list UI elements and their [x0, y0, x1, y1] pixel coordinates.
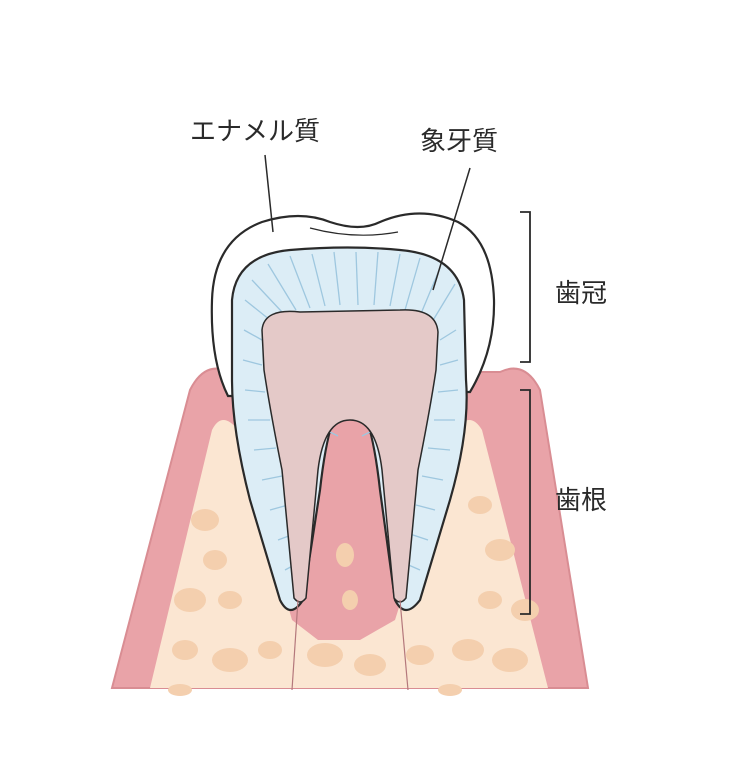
label-root: 歯根	[555, 486, 607, 516]
pulp	[261, 309, 439, 603]
label-dentin: 象牙質	[420, 127, 498, 157]
pointer-dentin	[432, 167, 471, 291]
label-crown: 歯冠	[555, 279, 607, 309]
nerves	[291, 599, 409, 691]
crown-bracket	[520, 211, 531, 363]
bone-spots	[168, 496, 539, 696]
root-bracket	[520, 389, 531, 615]
enamel-highlight	[309, 227, 399, 236]
pointer-enamel	[264, 154, 274, 233]
label-enamel: エナメル質	[190, 117, 320, 147]
